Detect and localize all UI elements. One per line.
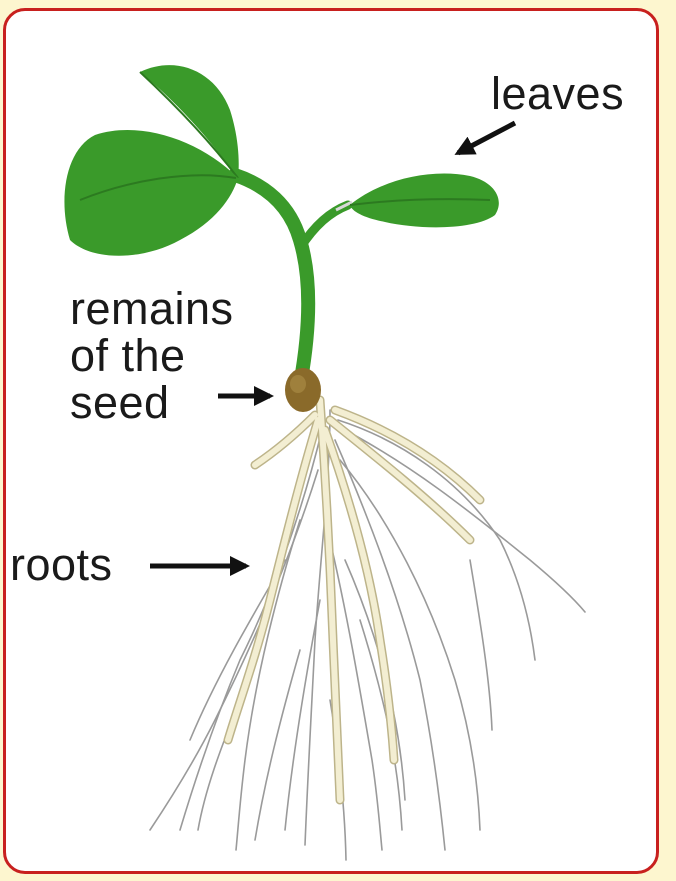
- arrow-icon: [458, 123, 515, 153]
- leaf-stalk: [300, 205, 348, 248]
- stem: [235, 175, 308, 385]
- label-leaves: leaves: [491, 70, 624, 117]
- fine-roots: [150, 410, 585, 860]
- label-seed-remains: remains of the seed: [70, 285, 234, 426]
- leaves-group: [64, 65, 498, 256]
- label-line: remains: [70, 285, 234, 332]
- label-roots: roots: [10, 541, 113, 588]
- leaf: [64, 130, 238, 256]
- label-line: seed: [70, 379, 234, 426]
- label-line: of the: [70, 332, 234, 379]
- main-roots: [228, 400, 480, 800]
